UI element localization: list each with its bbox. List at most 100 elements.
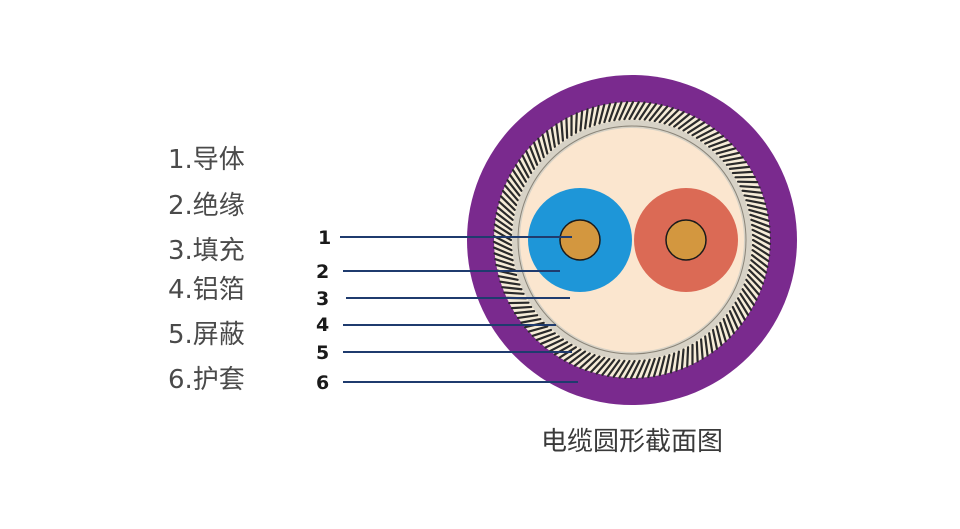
- shield-braid-strand: [677, 115, 696, 130]
- shield-braid: [492, 100, 772, 380]
- shield-braid-strand: [629, 359, 641, 380]
- shield-braid-strand: [749, 213, 770, 222]
- conductor-1: [559, 219, 601, 261]
- shield-braid-strand: [751, 243, 771, 257]
- shield-braid-strand: [518, 159, 530, 179]
- shield-braid-strand: [719, 321, 727, 343]
- shield-braid-strand: [506, 179, 521, 197]
- shield-braid-strand: [715, 147, 737, 155]
- legend-item-foil: 4.铝箔: [168, 275, 245, 305]
- shield-braid-strand: [493, 223, 513, 237]
- callout-number-1: 1: [318, 227, 331, 249]
- shield-braid-strand: [664, 353, 671, 376]
- callout-number-5: 5: [316, 342, 329, 364]
- shield-braid-strand: [668, 110, 685, 127]
- shield-braid-strand: [628, 101, 640, 121]
- shield-braid-strand: [715, 325, 723, 347]
- shield-braid-strand: [584, 355, 601, 372]
- shield-braid-strand: [731, 305, 743, 326]
- shield-braid-strand: [736, 297, 750, 316]
- shield-braid-strand: [504, 184, 519, 202]
- shield-braid-strand: [746, 203, 768, 211]
- shield-braid-strand: [648, 104, 663, 122]
- shield-braid-strand: [501, 189, 518, 207]
- conductor-2: [665, 219, 707, 261]
- shield-braid-strand: [647, 357, 656, 379]
- shield-braid-strand: [514, 164, 528, 183]
- shield-braid-strand: [525, 150, 536, 170]
- shield-braid-strand: [750, 223, 771, 234]
- shield-braid-strand: [492, 240, 513, 252]
- shield-braid-strand: [725, 314, 735, 335]
- shield-braid-strand: [743, 194, 765, 200]
- shield-braid-strand: [750, 218, 771, 228]
- legend-item-jacket: 6.护套: [168, 365, 245, 395]
- shield-braid-strand: [638, 102, 652, 121]
- shield-braid-strand: [663, 108, 680, 125]
- callout-number-4: 4: [316, 314, 329, 336]
- shield-braid-strand: [579, 353, 596, 370]
- shield-braid-strand: [521, 154, 533, 175]
- shield-braid-strand: [750, 259, 768, 274]
- legend-item-shield: 5.屏蔽: [168, 320, 245, 350]
- shield-braid-strand: [675, 350, 680, 372]
- shield-braid-strand: [751, 233, 772, 245]
- shield-braid-strand: [503, 291, 525, 295]
- shield-braid-strand: [624, 359, 636, 379]
- diagram-caption: 电缆圆形截面图: [541, 427, 723, 457]
- shield-braid-strand: [537, 137, 545, 159]
- shield-braid-strand: [699, 338, 704, 360]
- shield-braid-strand: [748, 268, 765, 285]
- legend: 1.导体 2.绝缘 3.填充 4.铝箔 5.屏蔽 6.护套: [168, 145, 245, 395]
- shield-braid-strand: [704, 335, 709, 357]
- shield-braid-strand: [579, 110, 584, 132]
- shield-braid-strand: [495, 212, 514, 226]
- shield-braid-strand: [499, 280, 521, 286]
- shield-braid-strand: [498, 200, 515, 216]
- shield-braid-strand: [550, 126, 556, 148]
- shield-braid-strand: [532, 141, 542, 163]
- shield-braid-strand: [741, 288, 755, 306]
- shield-braid-strand: [517, 314, 539, 320]
- shield-braid-strand: [643, 102, 658, 121]
- shield-braid-strand: [529, 145, 539, 166]
- cable-section: [467, 75, 797, 405]
- shield-braid-strand: [545, 130, 553, 152]
- shield-braid-strand: [527, 325, 549, 333]
- shield-braid-strand: [555, 123, 560, 145]
- shield-braid-strand: [711, 328, 719, 350]
- shield-braid-strand: [658, 355, 666, 377]
- foil-outline: [517, 125, 747, 355]
- shield-braid-strand: [584, 108, 589, 130]
- shield-braid-strand: [748, 208, 769, 217]
- shield-braid-strand: [598, 103, 606, 125]
- shield-braid-strand: [669, 352, 676, 374]
- shield-braid-strand: [751, 249, 770, 263]
- shield-braid-strand: [499, 195, 516, 212]
- shield-braid-strand: [633, 101, 646, 121]
- shield-braid-strand: [728, 165, 751, 170]
- shield-braid-strand: [548, 341, 569, 353]
- shield-braid-strand: [588, 106, 595, 128]
- shield-braid-strand: [750, 254, 769, 268]
- shield-braid-strand: [493, 229, 513, 242]
- shield-braid-strand: [618, 359, 631, 379]
- shield-braid-strand: [673, 113, 691, 128]
- shield-braid-strand: [601, 358, 616, 376]
- shield-braid-strand: [719, 151, 741, 159]
- shield-braid-strand: [520, 317, 542, 324]
- shield-braid-strand: [652, 356, 661, 378]
- shield-braid-strand: [603, 102, 612, 124]
- shield-braid-strand: [574, 112, 578, 134]
- shield-braid-strand: [613, 101, 623, 122]
- shield-braid-strand: [725, 160, 747, 166]
- shield-braid-strand: [496, 206, 514, 221]
- shield-braid-strand: [623, 100, 635, 121]
- shield-braid-strand: [722, 317, 732, 339]
- shield-braid-strand: [608, 101, 617, 123]
- shield-braid-strand: [731, 170, 754, 175]
- shield-braid-strand: [513, 310, 536, 315]
- shield-braid-strand: [734, 301, 746, 321]
- shield-braid-strand: [682, 118, 701, 132]
- shield-braid-strand: [493, 252, 514, 262]
